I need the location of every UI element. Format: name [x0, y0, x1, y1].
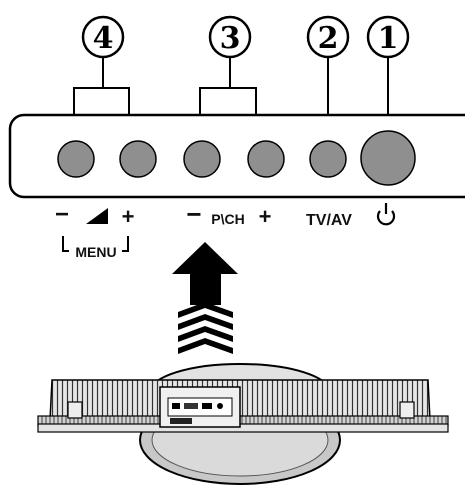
- tv-av-label: TV/AV: [306, 212, 352, 229]
- svg-text:4: 4: [93, 21, 114, 56]
- leader-lines: [73, 57, 389, 122]
- bracket-4: [73, 57, 104, 122]
- program-minus-label: −: [186, 199, 201, 229]
- program-label: P\CH: [211, 211, 244, 227]
- callout-2: 2: [306, 15, 350, 59]
- power-button[interactable]: [360, 130, 416, 186]
- callout-1: 1: [366, 15, 410, 59]
- program-up-button[interactable]: [247, 140, 285, 178]
- menu-label: MENU: [75, 244, 116, 260]
- volume-ramp-icon: [86, 208, 108, 224]
- callout-3: 3: [208, 15, 252, 59]
- volume-plus-label: +: [122, 204, 135, 229]
- bracket-3b: [230, 87, 257, 122]
- tv-bottom-view: [37, 363, 449, 485]
- bracket-3: [199, 57, 231, 122]
- volume-up-button[interactable]: [119, 140, 157, 178]
- svg-text:3: 3: [220, 21, 241, 56]
- tv-av-button[interactable]: [309, 140, 347, 178]
- menu-bracket-right: [122, 236, 129, 252]
- svg-text:2: 2: [318, 21, 339, 56]
- volume-down-button[interactable]: [57, 140, 95, 178]
- up-arrow-icon: [172, 242, 238, 354]
- svg-text:1: 1: [378, 21, 399, 56]
- volume-minus-label: −: [55, 201, 69, 228]
- program-down-button[interactable]: [183, 140, 221, 178]
- callout-4: 4: [81, 15, 125, 59]
- bracket-4b: [103, 87, 130, 122]
- program-plus-label: +: [259, 204, 272, 229]
- control-panel: [8, 113, 465, 199]
- power-icon: [376, 203, 396, 226]
- menu-bracket-left: [62, 236, 69, 252]
